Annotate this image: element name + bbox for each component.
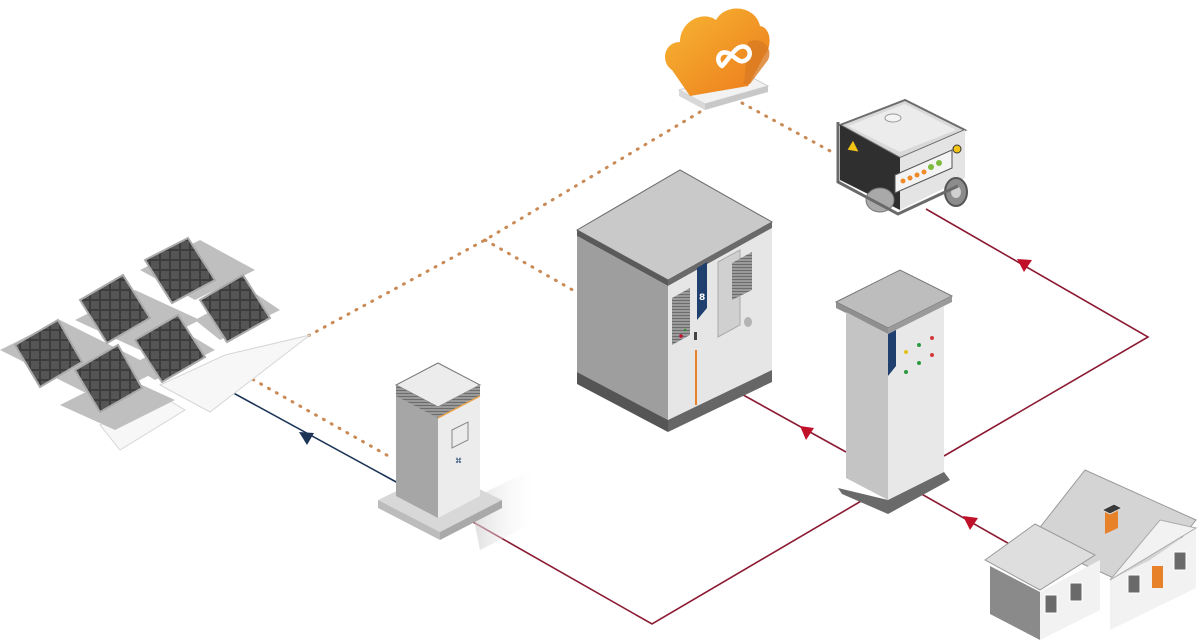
indicator-red	[930, 336, 934, 340]
inverter-display	[451, 421, 469, 449]
status-light-red	[679, 334, 683, 338]
solar-panel	[13, 318, 84, 389]
solar-pv-array[interactable]	[0, 236, 311, 451]
diesel-generator[interactable]	[836, 98, 968, 216]
switchgear-front-face	[888, 306, 944, 500]
socket-indicator	[907, 175, 913, 181]
ac-fan-icon	[744, 317, 752, 327]
link-cloud-to-solar	[258, 110, 702, 364]
ac-link-generator-to-switchgear	[925, 208, 1150, 457]
dc-arrow-icon	[299, 432, 314, 445]
outlet-indicator	[936, 160, 942, 166]
indicator-green	[917, 361, 921, 365]
energy-storage-cabinet[interactable]: 8	[575, 169, 774, 432]
indicator-green	[904, 370, 908, 374]
storage-left-face	[577, 236, 668, 420]
generator-rollbar	[836, 122, 959, 216]
inverter-left-face	[396, 385, 438, 518]
link-solar-to-inverter	[243, 373, 394, 460]
inverter-base-side	[440, 500, 502, 540]
switchgear-plinth	[838, 472, 950, 514]
warning-icon	[846, 139, 860, 153]
link-cloud-to-generator	[740, 101, 834, 154]
distribution-cabinet[interactable]	[834, 269, 954, 514]
storage-top-edge	[668, 222, 772, 286]
communication-links	[243, 101, 834, 460]
link-infinity-icon	[716, 44, 752, 69]
cloud-platform[interactable]	[665, 8, 770, 110]
indicator-red	[930, 353, 934, 357]
ac-arrow-house-icon	[963, 516, 978, 530]
generator-engine	[865, 187, 895, 213]
house-gable	[1109, 519, 1198, 581]
yellow-switch-icon	[952, 144, 962, 154]
brand-stripe	[888, 330, 896, 376]
storage-top-edge	[577, 230, 668, 286]
house-window	[1127, 574, 1141, 594]
ac-link-inverter-to-switchgear	[465, 496, 869, 625]
switchgear-left-face	[846, 312, 888, 500]
solar-panel	[143, 236, 217, 305]
solar-panel	[73, 343, 144, 414]
status-light-green	[683, 328, 687, 332]
ac-vent-grille	[732, 252, 752, 300]
house-door	[1152, 566, 1163, 588]
chimney-cap	[1100, 503, 1124, 515]
outlet-indicator	[928, 164, 934, 170]
cloud-base-front	[705, 86, 768, 110]
inverter-base-side	[378, 500, 440, 540]
indicator-green	[917, 343, 921, 347]
ac-link-storage-to-switchgear	[735, 390, 847, 453]
cloud-base-side	[679, 90, 705, 110]
house-wing-roof	[984, 523, 1097, 591]
ac-arrow-generator-icon	[1017, 259, 1032, 272]
house-window	[1044, 594, 1058, 614]
inverter-shadow	[470, 470, 540, 550]
inverter-vent-front	[438, 385, 480, 418]
switchgear-top-edge	[836, 302, 888, 334]
switchgear-top-edge	[888, 296, 952, 334]
inverter-orange-band	[437, 395, 481, 419]
solar-panel	[198, 273, 272, 344]
house-window	[1069, 582, 1083, 602]
solar-ground-plate	[158, 334, 311, 413]
socket-indicator	[914, 172, 920, 178]
socket-indicator	[921, 169, 927, 175]
inverter-front-face	[438, 385, 480, 518]
ac-arrow-storage-icon	[800, 426, 814, 440]
link-junction-to-storage	[483, 238, 580, 295]
solar-panel	[133, 313, 207, 384]
cloud-icon	[665, 8, 770, 96]
inverter-vent-left	[396, 385, 438, 418]
fuel-cap	[884, 113, 902, 123]
brand-stripe	[697, 262, 707, 320]
indicator-yellow	[904, 350, 908, 354]
storage-plinth	[577, 372, 668, 432]
pv-inverter[interactable]: ⌘	[378, 362, 540, 550]
socket-indicator	[900, 178, 906, 184]
residential-house[interactable]	[984, 469, 1198, 640]
brand-logo-icon: 8	[699, 293, 705, 303]
door-handle	[694, 332, 697, 340]
inverter-logo-icon: ⌘	[455, 457, 462, 465]
house-wing-left-wall	[990, 566, 1040, 640]
storage-plinth	[668, 370, 772, 432]
solar-panel	[78, 273, 152, 345]
generator-tank	[848, 104, 956, 152]
house-window	[1173, 551, 1187, 571]
